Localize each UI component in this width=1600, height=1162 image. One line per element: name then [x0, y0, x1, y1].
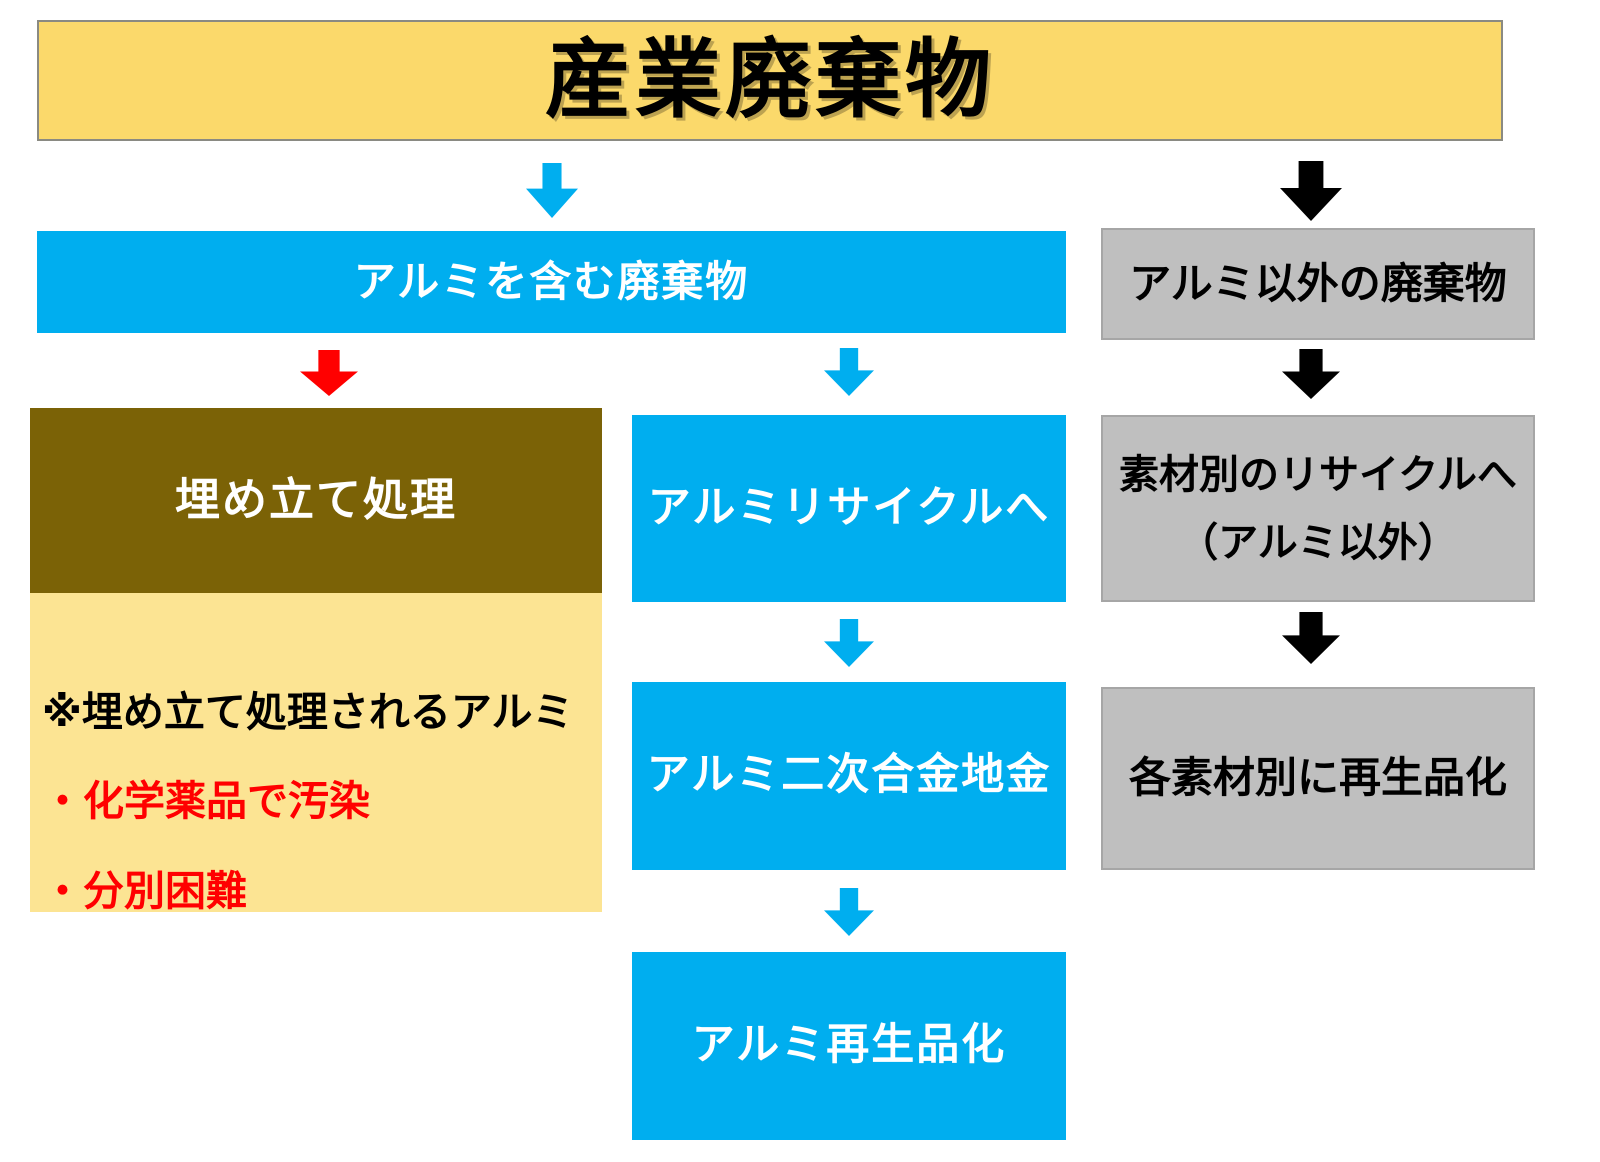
node-recycled-products-by-material: 各素材別に再生品化 — [1101, 687, 1535, 870]
title-industrial-waste: 産業廃棄物 — [37, 20, 1503, 141]
recycling-by-material-line1: 素材別のリサイクルへ — [1119, 452, 1517, 497]
down-arrow-black-icon — [1280, 161, 1342, 221]
node-recycling-by-material: 素材別のリサイクルへ （アルミ以外） — [1101, 415, 1535, 602]
node-aluminum-recycled-products: アルミ再生品化 — [632, 952, 1066, 1140]
down-arrow-blue-icon — [526, 163, 578, 218]
node-landfill-disposal: 埋め立て処理 — [30, 408, 602, 593]
down-arrow-blue-icon — [824, 348, 874, 396]
node-waste-other-than-aluminum: アルミ以外の廃棄物 — [1101, 228, 1535, 340]
note-bullet-difficult-to-separate: ・分別困難 — [42, 867, 247, 914]
node-recycling-by-material-text: 素材別のリサイクルへ （アルミ以外） — [1119, 441, 1517, 577]
node-aluminum-secondary-alloy-ingot: アルミ二次合金地金 — [632, 682, 1066, 870]
down-arrow-blue-icon — [824, 888, 874, 936]
down-arrow-black-icon — [1282, 612, 1340, 664]
landfill-note: ※埋め立て処理されるアルミ ・化学薬品で汚染 ・分別困難 — [30, 593, 602, 914]
down-arrow-red-icon — [300, 350, 358, 396]
note-heading: ※埋め立て処理されるアルミ — [42, 689, 574, 735]
down-arrow-blue-icon — [824, 619, 874, 667]
node-waste-containing-aluminum: アルミを含む廃棄物 — [37, 231, 1066, 333]
down-arrow-black-icon — [1282, 349, 1340, 399]
recycling-by-material-line2: （アルミ以外） — [1178, 520, 1458, 565]
node-to-aluminum-recycling: アルミリサイクルへ — [632, 415, 1066, 602]
note-bullet-chemical-contamination: ・化学薬品で汚染 — [42, 778, 370, 825]
